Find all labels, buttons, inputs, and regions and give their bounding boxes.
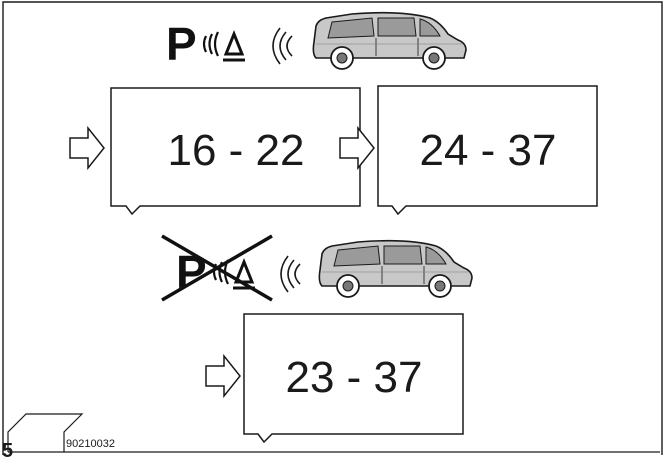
sound-waves-icon xyxy=(272,27,293,65)
crossed-sensor-icon: P xyxy=(161,234,273,302)
sensor-letter: P xyxy=(166,18,197,70)
sound-waves-icon xyxy=(280,255,301,293)
figure-tag xyxy=(7,413,84,452)
parking-sensor-icon: P xyxy=(166,18,247,70)
figure-code: 90210032 xyxy=(66,438,115,450)
range-value-3: 23 - 37 xyxy=(286,353,423,402)
car-icon xyxy=(318,239,473,298)
crossed-out-icon xyxy=(161,234,273,302)
range-box-2: 24 - 37 xyxy=(377,85,598,216)
figure-number: 5 xyxy=(2,440,13,457)
car-icon xyxy=(312,11,467,70)
range-value-2: 24 - 37 xyxy=(420,126,557,175)
range-box-1: 16 - 22 xyxy=(110,87,361,216)
range-box-3: 23 - 37 xyxy=(243,313,464,444)
arrow-right-icon xyxy=(69,127,105,169)
arrow-right-icon xyxy=(205,355,241,397)
range-value-1: 16 - 22 xyxy=(168,126,305,175)
